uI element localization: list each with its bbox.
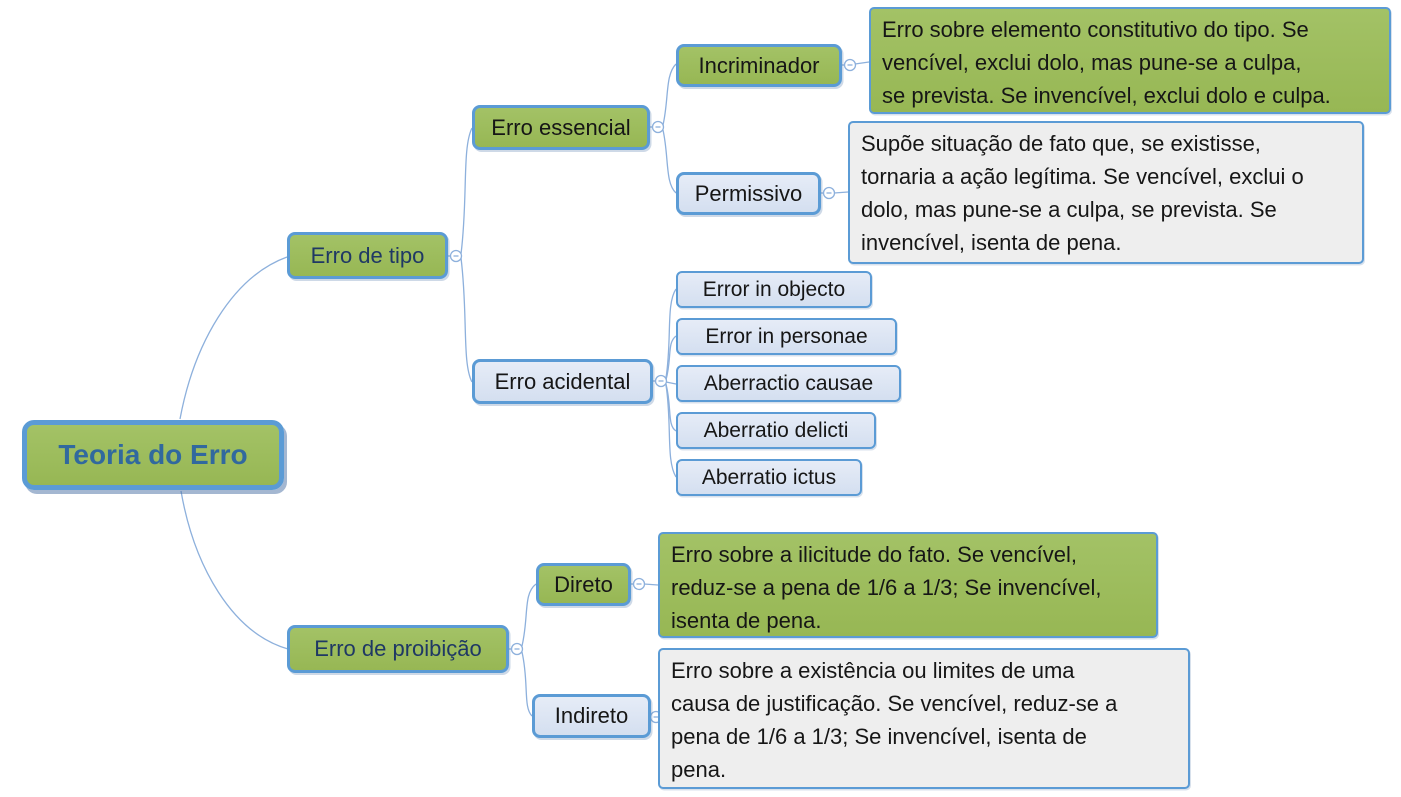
note-direto[interactable]: Erro sobre a ilicitude do fato. Se vencí… [658, 532, 1158, 638]
note-permissivo[interactable]: Supõe situação de fato que, se existisse… [848, 121, 1364, 264]
collapse-handle-permissivo[interactable] [822, 186, 836, 200]
node-error-in-objecto[interactable]: Error in objecto [676, 271, 872, 308]
node-erro-acidental[interactable]: Erro acidental [472, 359, 653, 404]
collapse-handle-erro-de-proibicao[interactable] [510, 642, 524, 656]
node-incriminador[interactable]: Incriminador [676, 44, 842, 87]
collapse-handle-direto[interactable] [632, 577, 646, 591]
node-teoria-do-erro[interactable]: Teoria do Erro [22, 420, 284, 490]
node-aberractio-causae[interactable]: Aberractio causae [676, 365, 901, 402]
node-permissivo[interactable]: Permissivo [676, 172, 821, 215]
node-direto[interactable]: Direto [536, 563, 631, 606]
collapse-handle-incriminador[interactable] [843, 58, 857, 72]
collapse-handle-erro-acidental[interactable] [654, 374, 668, 388]
node-aberratio-ictus[interactable]: Aberratio ictus [676, 459, 862, 496]
node-erro-essencial[interactable]: Erro essencial [472, 105, 650, 150]
connector-lines [179, 61, 870, 718]
node-erro-de-proibicao[interactable]: Erro de proibição [287, 625, 509, 673]
node-erro-de-tipo[interactable]: Erro de tipo [287, 232, 448, 279]
note-indireto[interactable]: Erro sobre a existência ou limites de um… [658, 648, 1190, 789]
node-error-in-personae[interactable]: Error in personae [676, 318, 897, 355]
collapse-handle-erro-essencial[interactable] [651, 120, 665, 134]
node-indireto[interactable]: Indireto [532, 694, 651, 738]
node-aberratio-delicti[interactable]: Aberratio delicti [676, 412, 876, 449]
collapse-handle-erro-de-tipo[interactable] [449, 249, 463, 263]
note-incriminador[interactable]: Erro sobre elemento constitutivo do tipo… [869, 7, 1391, 114]
